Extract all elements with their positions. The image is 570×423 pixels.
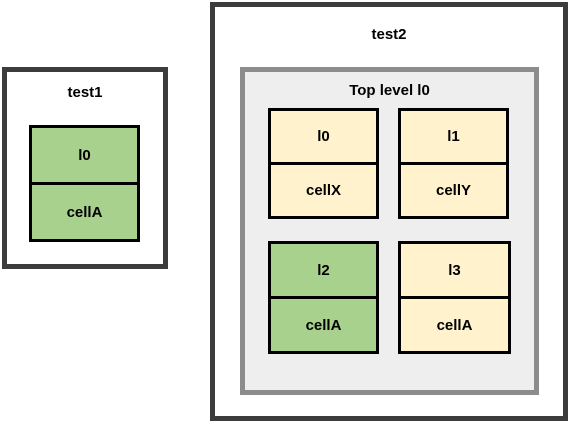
cell-bottom-label: cellA xyxy=(436,316,473,334)
cell-l1-cellY: l1 cellY xyxy=(398,108,509,219)
test2-title: test2 xyxy=(371,26,407,43)
cell-bottom-label: cellA xyxy=(66,203,103,221)
cell-top-label: l3 xyxy=(401,244,508,299)
cell-bottom-label: cellA xyxy=(305,316,342,334)
cell-l3-cellA: l3 cellA xyxy=(398,241,511,354)
cell-top-label: l0 xyxy=(32,128,137,185)
cell-top-label: l1 xyxy=(401,111,506,165)
cell-top-label: l0 xyxy=(271,111,376,165)
test1-title: test1 xyxy=(67,84,103,101)
cell-top-label: l2 xyxy=(271,244,376,299)
cell-bottom-label: cellY xyxy=(435,182,472,199)
test1-cell-l0-cellA: l0 cellA xyxy=(29,125,140,242)
group-title: Top level l0 xyxy=(349,82,430,99)
cell-bottom-label: cellX xyxy=(305,182,342,199)
cell-l0-cellX: l0 cellX xyxy=(268,108,379,219)
cell-l2-cellA: l2 cellA xyxy=(268,241,379,354)
